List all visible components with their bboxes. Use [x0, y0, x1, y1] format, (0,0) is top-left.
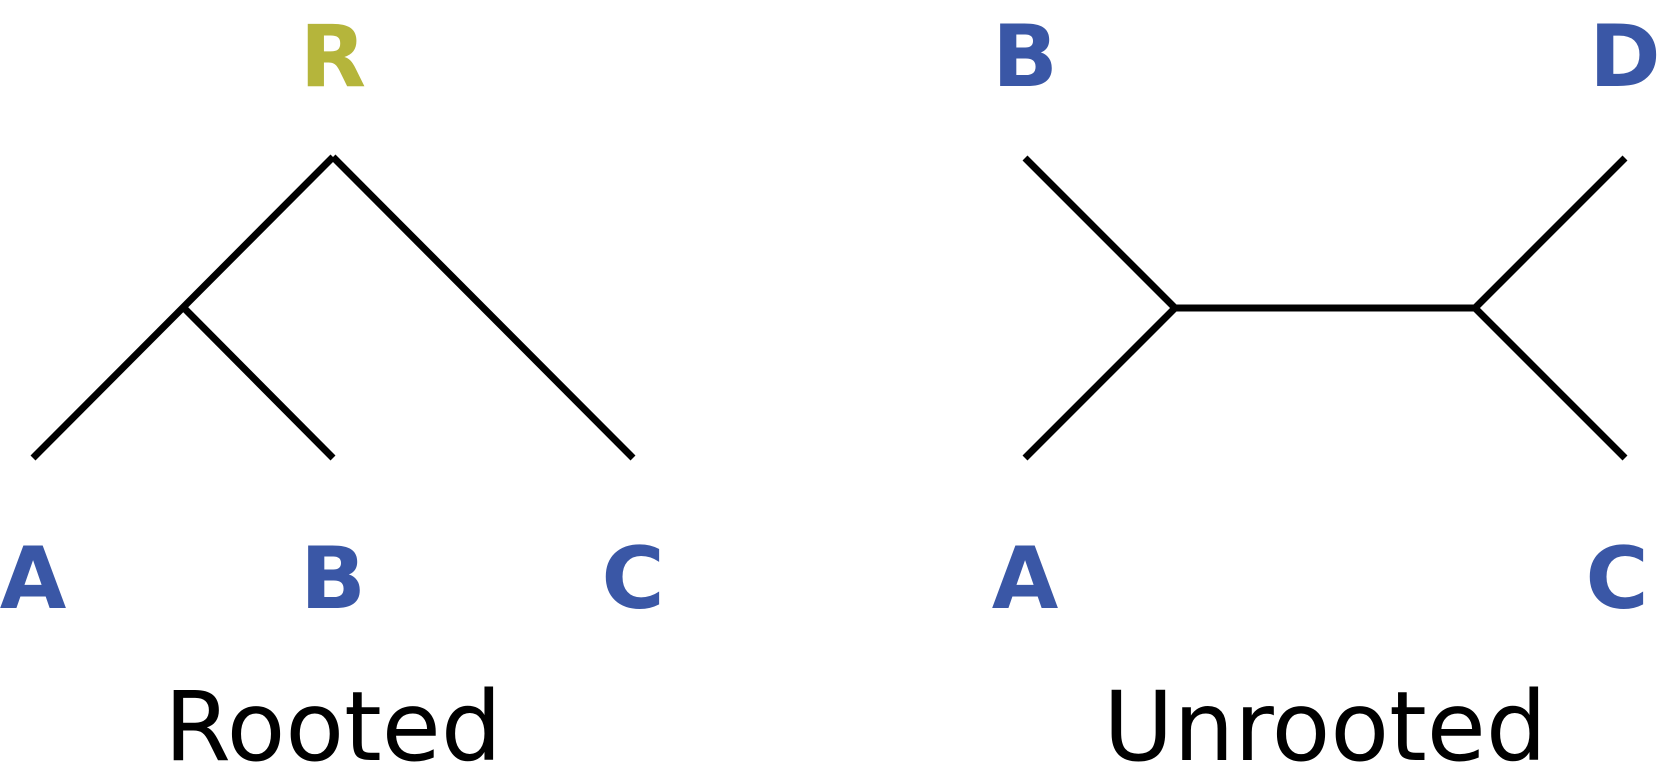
rooted-leaf-b-label: B [300, 529, 366, 629]
rooted-edge-root-to-c [330, 154, 636, 461]
unrooted-leaf-c-label: C [1585, 529, 1648, 629]
unrooted-edge-a [1022, 305, 1178, 461]
rooted-leaf-a-label: A [0, 529, 67, 629]
unrooted-leaf-b-label: B [992, 7, 1058, 107]
unrooted-leaf-a-label: A [992, 529, 1059, 629]
unrooted-tree: B D A C Unrooted [992, 7, 1659, 783]
rooted-root-label: R [300, 7, 366, 107]
unrooted-caption: Unrooted [1103, 671, 1547, 783]
unrooted-edge-c [1472, 305, 1628, 461]
unrooted-edge-d [1472, 155, 1628, 311]
rooted-leaf-c-label: C [601, 529, 664, 629]
rooted-caption: Rooted [164, 671, 502, 783]
unrooted-leaf-d-label: D [1589, 7, 1659, 107]
rooted-tree: R A B C Rooted [0, 7, 665, 783]
unrooted-edge-b [1022, 155, 1178, 311]
rooted-edge-node-to-b [180, 304, 336, 461]
